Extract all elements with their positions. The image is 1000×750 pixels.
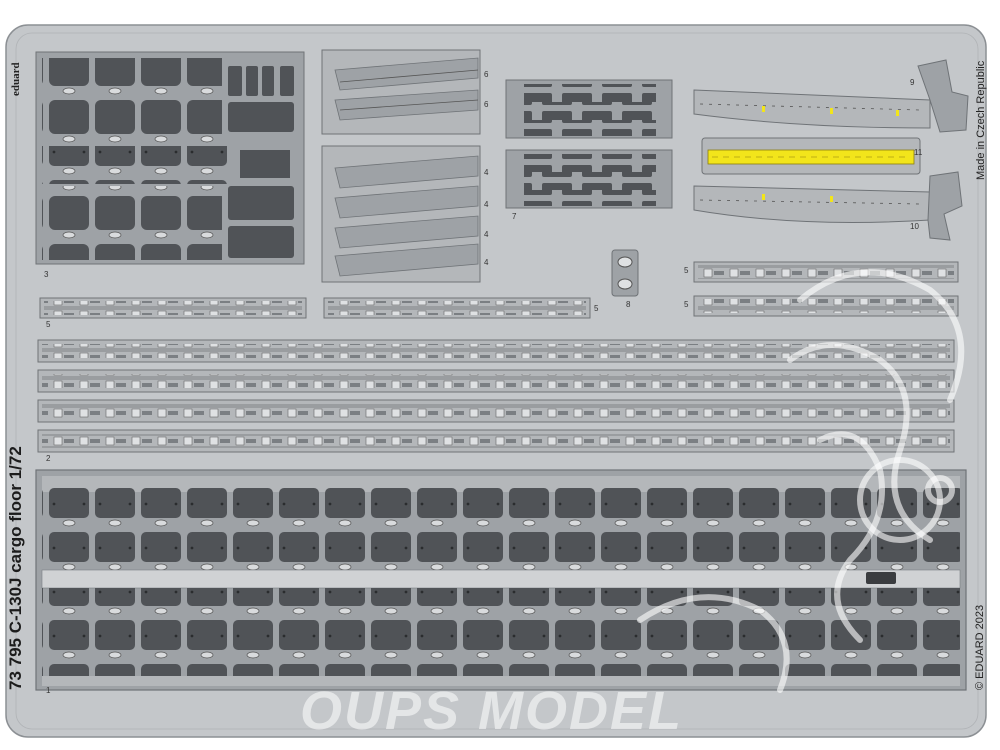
brand-label: eduard bbox=[10, 62, 22, 96]
part-10-strip bbox=[693, 171, 963, 241]
part-number: 7 bbox=[512, 212, 517, 221]
part-number: 2 bbox=[46, 454, 51, 463]
part-number: 3 bbox=[44, 270, 49, 279]
part-7-plates bbox=[505, 79, 673, 209]
part-number: 5 bbox=[684, 266, 689, 275]
part-9-strip bbox=[693, 59, 969, 133]
part-number: 1 bbox=[46, 686, 51, 695]
set-title: 73 795 C-130J cargo floor 1/72 bbox=[6, 446, 25, 690]
watermark-text: OUPS MODEL bbox=[300, 681, 684, 741]
part-number: 4 bbox=[484, 230, 489, 239]
part-6-wedges bbox=[321, 49, 481, 135]
part-number: 11 bbox=[914, 148, 923, 157]
part-number: 5 bbox=[594, 304, 599, 313]
part-3-floor-panel bbox=[35, 51, 305, 265]
part-number: 8 bbox=[626, 300, 631, 309]
part-number: 4 bbox=[484, 258, 489, 267]
part-number: 4 bbox=[484, 200, 489, 209]
part-number: 6 bbox=[484, 100, 489, 109]
part-2-long-rails bbox=[37, 339, 955, 453]
part-number: 5 bbox=[46, 320, 51, 329]
part-number: 4 bbox=[484, 168, 489, 177]
watermark-flourish bbox=[637, 269, 965, 693]
part-5-rails bbox=[39, 261, 959, 319]
part-1-main-floor bbox=[35, 469, 967, 691]
part-4-wedges bbox=[321, 145, 481, 283]
part-8-small-clips bbox=[611, 249, 639, 297]
part-11-yellow-strip bbox=[701, 137, 921, 175]
part-number: 6 bbox=[484, 70, 489, 79]
copyright-label: © EDUARD 2023 bbox=[974, 604, 986, 690]
part-number: 9 bbox=[910, 78, 915, 87]
part-number: 10 bbox=[910, 222, 919, 231]
part-number: 5 bbox=[684, 300, 689, 309]
origin-label: Made in Czech Republic bbox=[975, 60, 987, 180]
